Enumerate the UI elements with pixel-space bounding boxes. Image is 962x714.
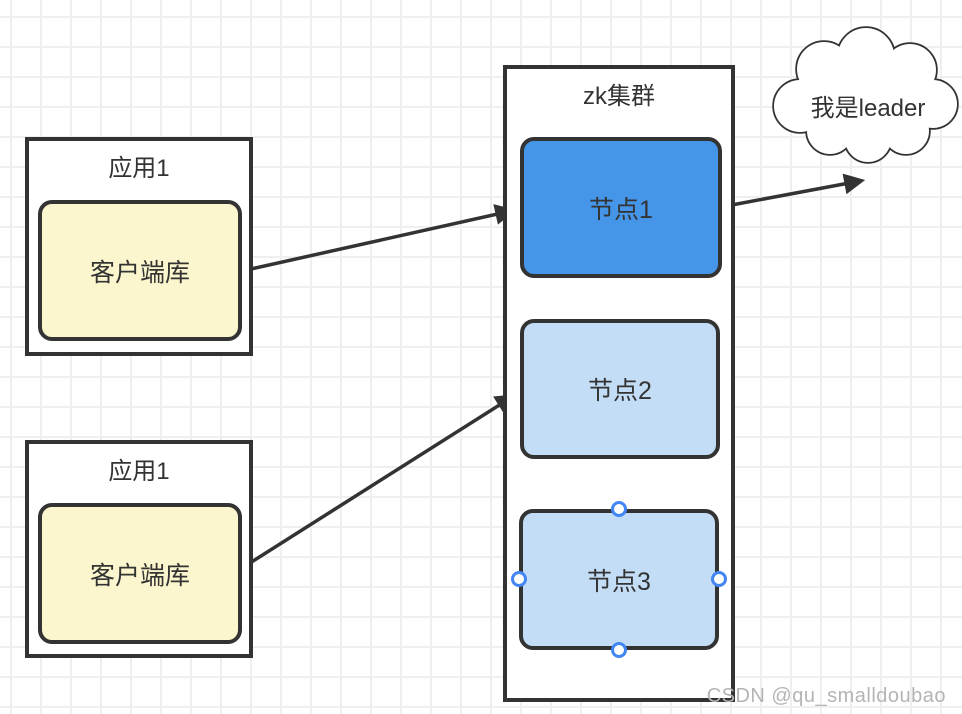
node-3-follower-selected[interactable]: 节点3 bbox=[519, 509, 719, 650]
app-box-2[interactable]: 应用1 客户端库 bbox=[25, 440, 253, 658]
node-3-connection-handle-right[interactable] bbox=[711, 571, 727, 587]
zk-cluster-title: zk集群 bbox=[583, 83, 655, 110]
leader-cloud-label: 我是leader bbox=[810, 95, 926, 122]
client-library-box-2[interactable]: 客户端库 bbox=[38, 503, 242, 644]
csdn-watermark: CSDN @qu_smalldoubao bbox=[706, 685, 946, 707]
node-2-follower[interactable]: 节点2 bbox=[520, 319, 720, 459]
node-3-label: 节点3 bbox=[587, 567, 651, 596]
node-3-connection-handle-left[interactable] bbox=[511, 571, 527, 587]
node-1-label: 节点1 bbox=[589, 195, 653, 224]
arrow-client1-to-node1[interactable] bbox=[240, 204, 517, 273]
client-library-label: 客户端库 bbox=[89, 258, 190, 287]
node-2-label: 节点2 bbox=[588, 377, 652, 405]
client-library-box-1[interactable]: 客户端库 bbox=[38, 200, 242, 341]
arrow-node1-to-leader-cloud[interactable] bbox=[719, 173, 866, 209]
node-3-connection-handle-bottom[interactable] bbox=[611, 642, 627, 658]
node-1-leader[interactable]: 节点1 bbox=[520, 137, 722, 278]
app-box-2-title: 应用1 bbox=[108, 458, 170, 485]
node-3-connection-handle-top[interactable] bbox=[611, 501, 627, 517]
app-box-1-title: 应用1 bbox=[108, 155, 170, 182]
app-box-1[interactable]: 应用1 客户端库 bbox=[25, 137, 253, 356]
zk-cluster-container[interactable]: zk集群 节点1 节点2 节点3 bbox=[503, 65, 735, 702]
arrow-client2-to-node2[interactable] bbox=[240, 394, 517, 570]
client-library-label: 客户端库 bbox=[89, 561, 190, 590]
leader-cloud-shape[interactable] bbox=[772, 26, 959, 164]
